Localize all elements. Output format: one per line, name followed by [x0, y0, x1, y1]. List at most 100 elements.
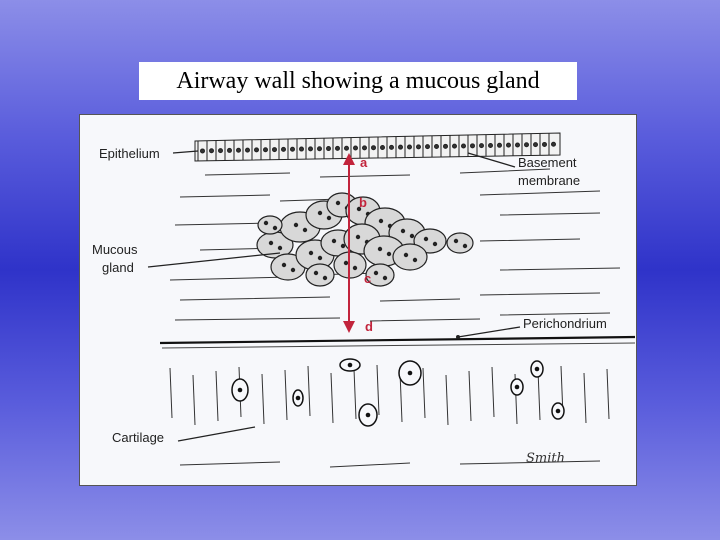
- epithelial-nucleus: [380, 145, 385, 151]
- marker-a: a: [360, 155, 368, 170]
- depth-arrow: [343, 153, 355, 333]
- epithelial-nucleus: [515, 142, 520, 148]
- gland-acinus: [446, 232, 474, 254]
- epithelial-nucleus: [470, 143, 475, 149]
- cartilage-stroke: [399, 371, 403, 423]
- epithelial-nucleus: [236, 147, 241, 153]
- epithelial-nucleus: [398, 144, 403, 150]
- epithelial-nucleus: [362, 145, 367, 151]
- epithelium-layer: [194, 132, 561, 162]
- cartilage-stroke: [491, 366, 495, 418]
- mucous-gland-cluster: [256, 192, 474, 287]
- cartilage-stroke: [169, 367, 173, 419]
- gland-nucleus: [335, 200, 341, 206]
- gland-acinus: [392, 243, 428, 271]
- epithelial-nucleus: [245, 147, 250, 153]
- epithelial-nucleus: [506, 142, 511, 148]
- cartilage-stroke: [376, 364, 380, 416]
- epithelial-nucleus: [299, 146, 304, 152]
- slide-title: Airway wall showing a mucous gland: [139, 62, 577, 100]
- epithelial-nucleus: [317, 146, 322, 152]
- cartilage-stroke: [422, 367, 426, 419]
- cartilage-stroke: [261, 373, 265, 425]
- cartilage-stroke: [468, 370, 472, 422]
- label-basement-membrane-1: Basement: [518, 155, 577, 170]
- cartilage-stroke: [537, 369, 541, 421]
- gland-nucleus: [453, 238, 459, 244]
- gland-nucleus: [400, 228, 406, 234]
- gland-nucleus: [313, 270, 319, 276]
- epithelial-nucleus: [488, 142, 493, 148]
- cartilage-stroke: [307, 365, 311, 417]
- mucous-gland-leader: [147, 252, 281, 268]
- label-perichondrium: Perichondrium: [523, 316, 607, 331]
- gland-nucleus: [308, 250, 314, 256]
- epithelial-nucleus: [371, 145, 376, 151]
- gland-nucleus: [412, 257, 418, 263]
- label-mucous-gland-1: Mucous: [92, 242, 138, 257]
- gland-nucleus: [377, 246, 383, 252]
- epithelial-nucleus: [335, 145, 340, 151]
- gland-nucleus: [378, 218, 384, 224]
- epithelial-nucleus: [326, 146, 331, 152]
- perichondrium-leader: [457, 326, 521, 338]
- gland-nucleus: [281, 262, 287, 268]
- label-mucous-gland-2: gland: [102, 260, 134, 275]
- cartilage-stroke: [284, 369, 288, 421]
- gland-acinus: [365, 263, 395, 287]
- epithelial-nucleus: [533, 142, 538, 148]
- epithelial-nucleus: [416, 144, 421, 150]
- epithelial-nucleus: [218, 148, 223, 154]
- epithelial-nucleus: [281, 146, 286, 152]
- cartilage-base-strokes: [179, 460, 601, 468]
- gland-nucleus: [373, 270, 379, 276]
- artist-signature: Smith: [526, 451, 565, 466]
- gland-acinus: [413, 228, 447, 254]
- gland-nucleus: [382, 275, 388, 281]
- chondrocyte-nucleus: [365, 412, 371, 418]
- gland-nucleus: [322, 275, 328, 281]
- epithelial-nucleus: [344, 145, 349, 151]
- chondrocyte-nucleus: [295, 395, 301, 401]
- arrow-head-up: [343, 153, 355, 165]
- gland-nucleus: [317, 255, 323, 261]
- cartilage-stroke: [192, 374, 196, 426]
- label-epithelium: Epithelium: [99, 146, 160, 161]
- epithelial-nucleus: [272, 147, 277, 153]
- epithelial-nucleus: [290, 146, 295, 152]
- perichondrium-point: [456, 335, 460, 339]
- epithelial-nucleus: [209, 148, 214, 154]
- cartilage-stroke: [330, 372, 334, 424]
- epithelial-nucleus: [263, 147, 268, 153]
- epithelial-nucleus: [443, 143, 448, 149]
- cartilage-stroke: [583, 372, 587, 424]
- perichondrium-line-inner: [161, 342, 636, 349]
- gland-nucleus: [355, 234, 361, 240]
- marker-b: b: [359, 195, 367, 210]
- leader-lines: [147, 150, 521, 442]
- cartilage-strokes: [169, 364, 610, 426]
- epithelial-nucleus: [254, 147, 259, 153]
- gland-nucleus: [326, 215, 332, 221]
- epithelial-nucleus: [434, 143, 439, 149]
- gland-nucleus: [293, 222, 299, 228]
- epithelial-nucleus: [497, 142, 502, 148]
- epithelial-nucleus: [389, 144, 394, 150]
- gland-nucleus: [432, 241, 438, 247]
- gland-nucleus: [409, 233, 415, 239]
- cartilage-stroke: [353, 368, 357, 420]
- cartilage-stroke: [606, 368, 610, 420]
- gland-nucleus: [423, 236, 429, 242]
- epithelial-nucleus: [407, 144, 412, 150]
- cartilage-stroke: [445, 374, 449, 426]
- gland-nucleus: [343, 260, 349, 266]
- chondrocyte-nucleus: [534, 366, 540, 372]
- epithelial-nucleus: [452, 143, 457, 149]
- chondrocytes: [231, 358, 565, 427]
- perichondrium-line: [159, 335, 636, 345]
- label-basement-membrane-2: membrane: [518, 173, 580, 188]
- gland-nucleus: [277, 245, 283, 251]
- marker-d: d: [365, 319, 373, 334]
- cartilage-stroke: [215, 370, 219, 422]
- chondrocyte-nucleus: [237, 387, 243, 393]
